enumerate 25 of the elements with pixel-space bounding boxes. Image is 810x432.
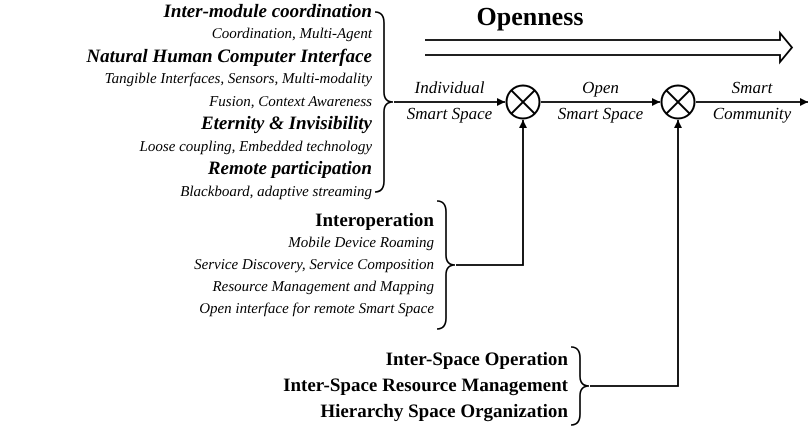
heading-text: Interoperation — [315, 210, 434, 232]
edge-label: Open Smart Space — [558, 77, 644, 125]
detail-text: Tangible Interfaces, Sensors, Multi-modality Fusion, Context Awareness — [104, 70, 372, 112]
detail-text: Mobile Device Roaming — [288, 234, 434, 253]
heading-text: Inter-Space Operation — [386, 348, 568, 372]
detail-text: Coordination, Multi-Agent — [212, 25, 372, 44]
edge-label: Individual Smart Space — [406, 77, 492, 125]
heading-text: Natural Human Computer Interface — [86, 46, 372, 68]
detail-text: Open interface for remote Smart Space — [199, 300, 434, 319]
detail-text: Service Discovery, Service Composition — [194, 256, 434, 275]
heading-text: Inter-Space Resource Management — [283, 374, 568, 398]
arrow — [456, 120, 527, 266]
detail-text: Resource Management and Mapping — [212, 278, 434, 297]
detail-text: Loose coupling, Embedded technology — [140, 138, 372, 157]
edge-label: Smart Community — [712, 77, 792, 125]
detail-text: Blackboard, adaptive streaming — [180, 182, 372, 202]
arrow — [394, 98, 505, 106]
arrow — [590, 120, 682, 387]
heading-text: Hierarchy Space Organization — [320, 400, 568, 424]
arrow — [696, 98, 808, 106]
heading-text: Eternity & Invisibility — [200, 113, 372, 136]
heading-text: Inter-module coordination — [164, 0, 372, 24]
arrow — [541, 98, 660, 106]
heading-text: Remote participation — [208, 158, 372, 181]
heading-text: Openness — [476, 2, 584, 32]
